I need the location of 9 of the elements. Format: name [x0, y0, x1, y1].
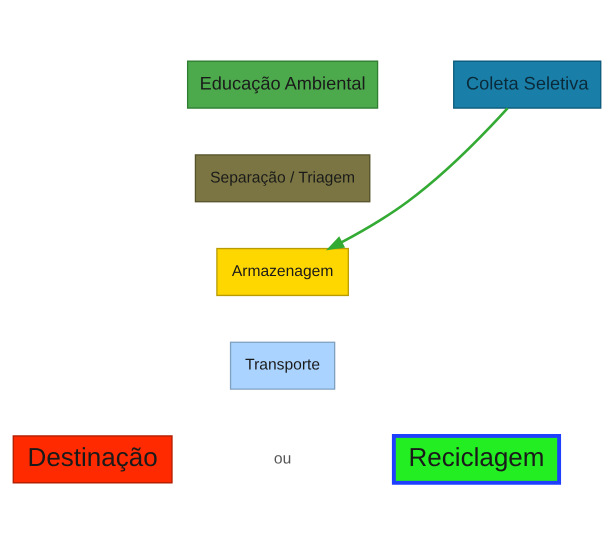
label: ou [274, 450, 292, 468]
arrow [326, 107, 509, 250]
node-box: Armazenagem [216, 248, 349, 296]
node-box: Separação / Triagem [194, 154, 370, 202]
node-box: Transporte [230, 342, 336, 390]
node-box: Reciclagem [392, 434, 562, 485]
node-box: Coleta Seletiva [453, 60, 602, 109]
node-box: Destinação [12, 435, 173, 484]
node-box: Educação Ambiental [186, 60, 378, 109]
